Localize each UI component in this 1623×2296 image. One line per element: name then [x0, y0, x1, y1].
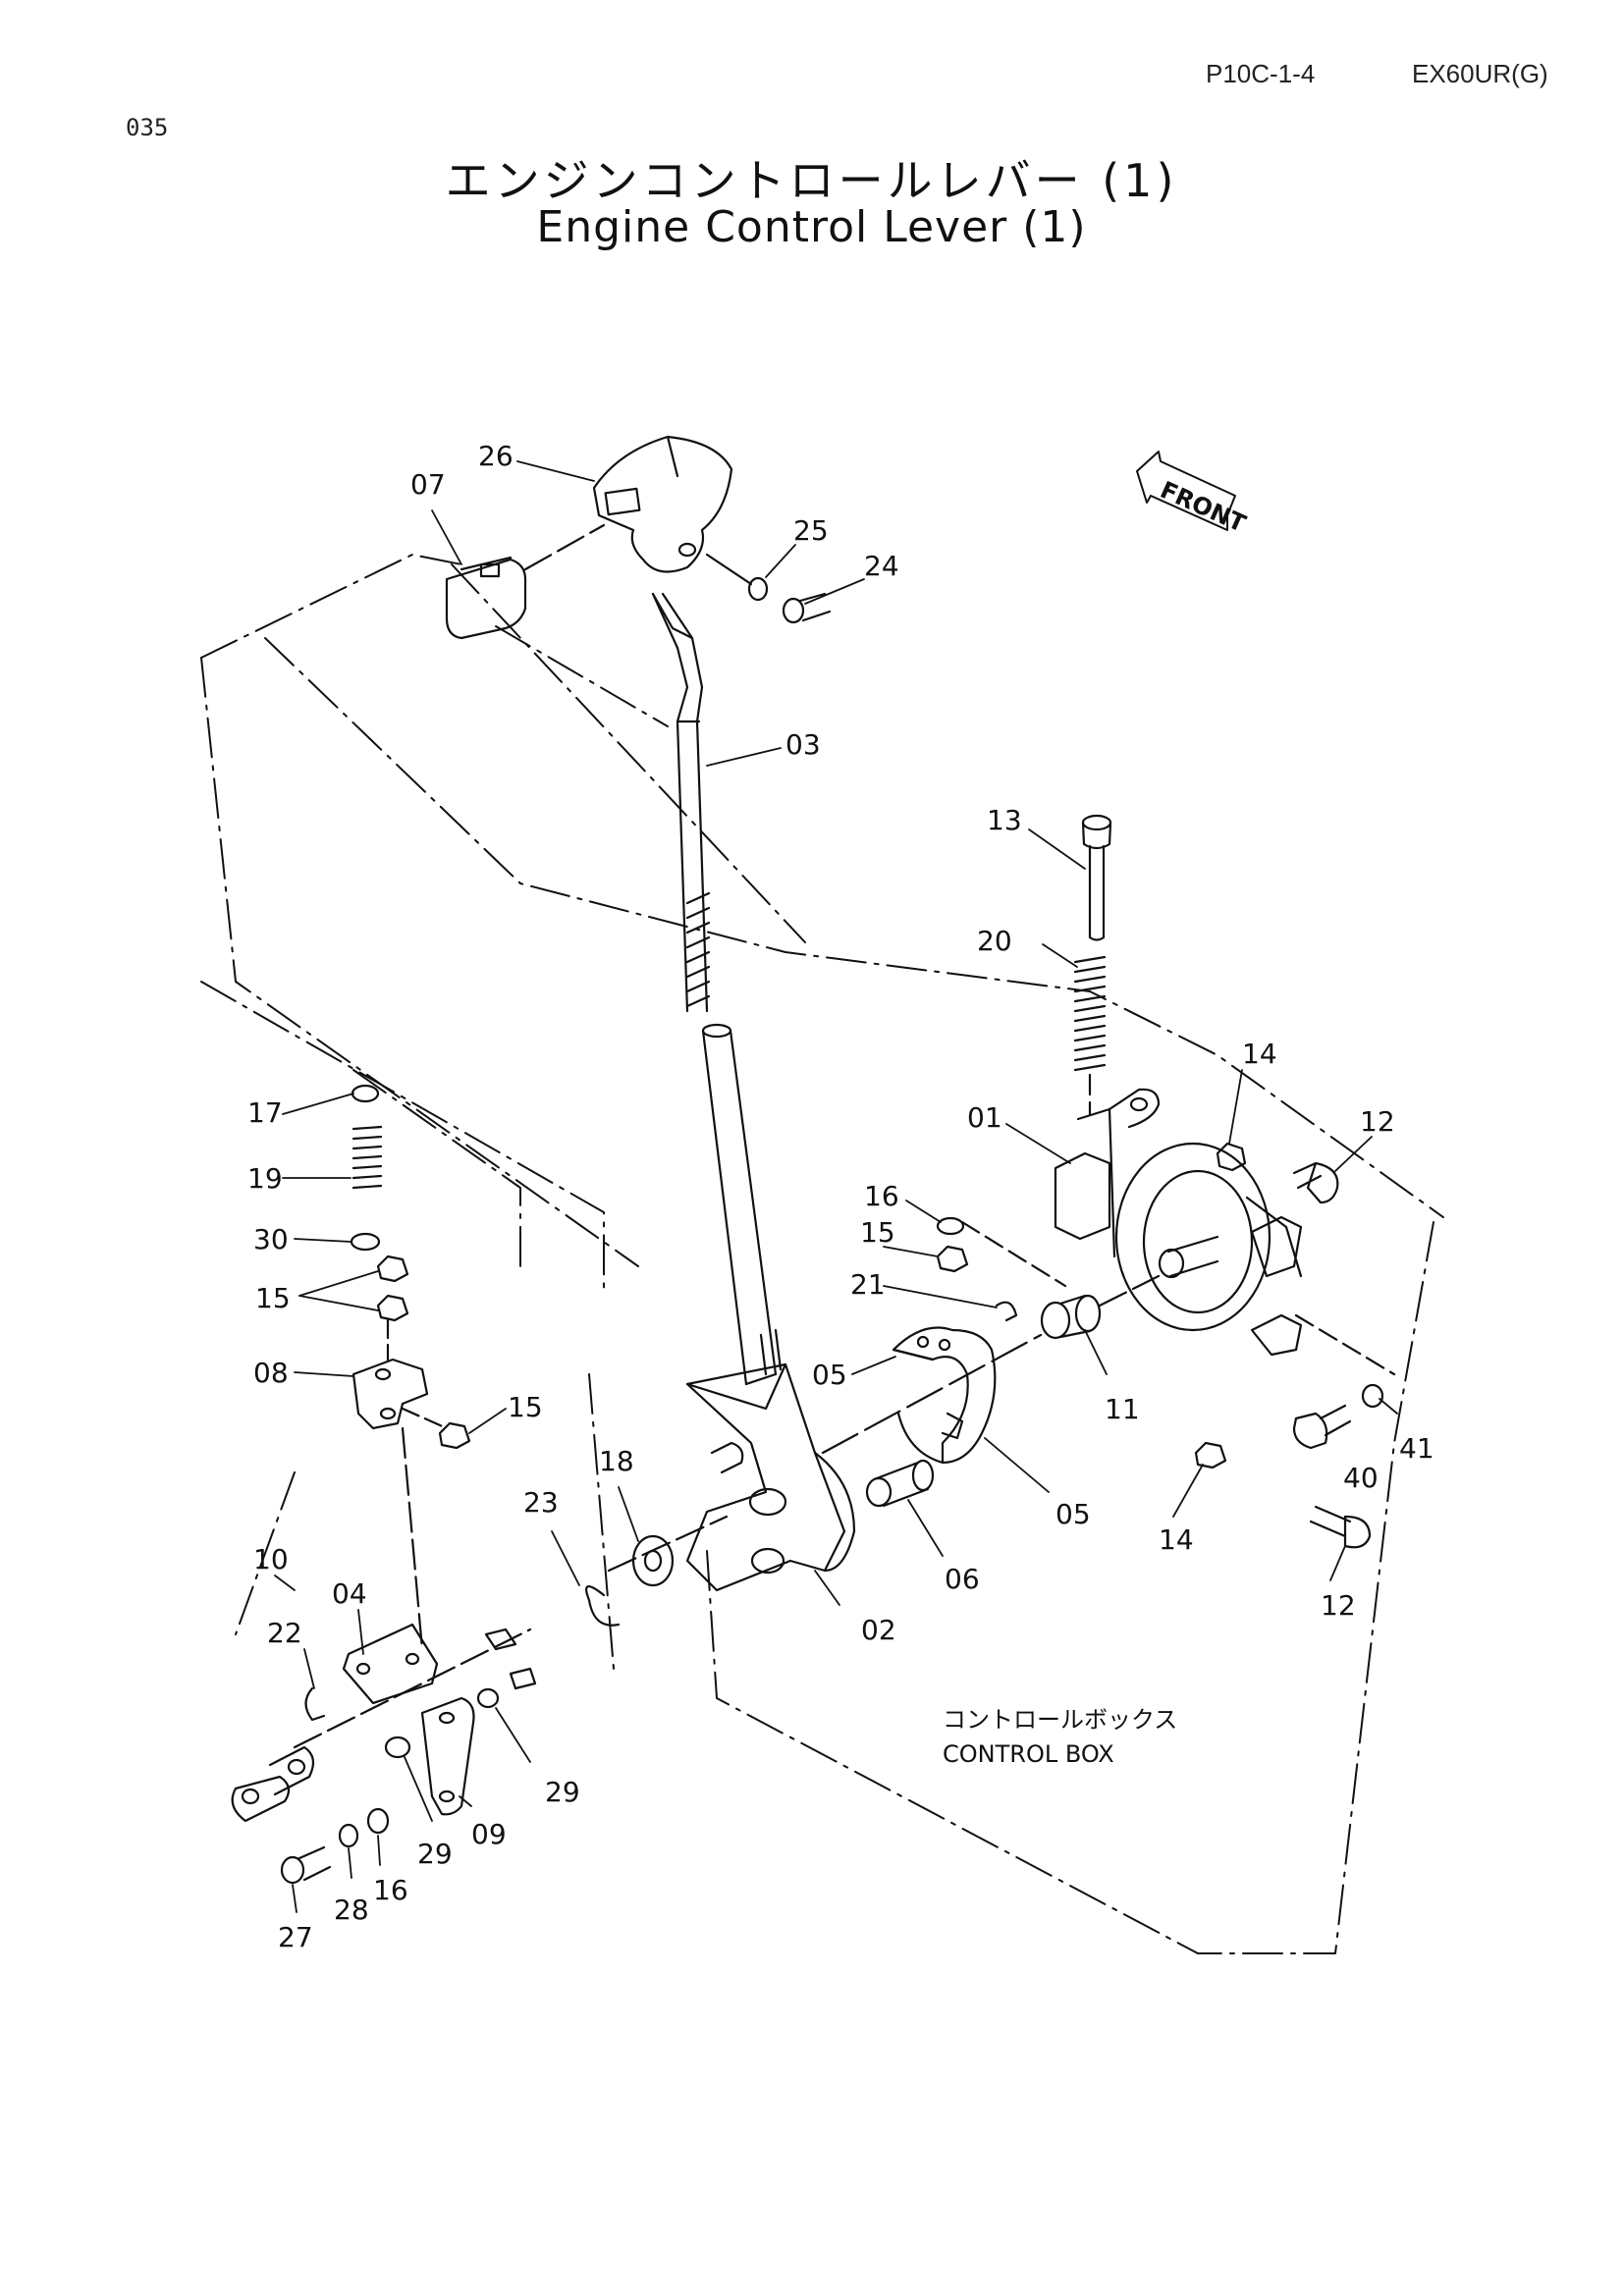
page-title-japanese: エンジンコントロールレバー (1)	[445, 154, 1178, 207]
callout-08: 08	[253, 1357, 289, 1389]
bolt-part-13	[1081, 814, 1112, 941]
callout-07: 07	[410, 468, 446, 501]
lever-rod-part-03	[651, 592, 711, 1013]
washer-part-29-a	[384, 1735, 411, 1759]
bolt-part-12-top	[1292, 1161, 1339, 1204]
washer-part-17	[351, 1084, 380, 1103]
callout-29-right: 29	[545, 1776, 580, 1808]
mounting-plate	[1114, 1142, 1303, 1332]
leader-lines	[274, 460, 1398, 1913]
callout-30: 30	[253, 1223, 289, 1255]
front-arrow-icon	[1136, 451, 1236, 531]
page-number: 035	[126, 114, 169, 141]
screw-part-27	[280, 1845, 332, 1885]
washer-part-16	[936, 1216, 965, 1236]
friction-plate-part-05	[892, 1326, 997, 1465]
collar-part-11	[1040, 1294, 1102, 1340]
link-part-10	[231, 1745, 315, 1823]
callout-29-left: 29	[417, 1838, 453, 1870]
callout-06: 06	[945, 1563, 980, 1595]
callout-18: 18	[599, 1445, 634, 1477]
front-label: FRONT	[1157, 476, 1251, 538]
lever-plate-part-02	[685, 1362, 856, 1592]
washer-part-16-b	[366, 1807, 390, 1835]
callout-14-bottom: 14	[1159, 1523, 1194, 1556]
callout-02: 02	[861, 1614, 896, 1646]
control-box-outline	[200, 554, 1444, 1954]
callout-01: 01	[967, 1101, 1002, 1134]
callout-05-right: 05	[1055, 1498, 1091, 1530]
callout-09: 09	[471, 1818, 507, 1850]
callout-20: 20	[977, 925, 1012, 957]
bolt-part-40	[1292, 1404, 1352, 1450]
nut-part-14-bottom	[1194, 1441, 1227, 1469]
callout-23: 23	[523, 1486, 559, 1519]
nut-part-14-top	[1216, 1142, 1247, 1172]
bracket-part-01	[1054, 1088, 1161, 1258]
callout-27: 27	[278, 1921, 313, 1953]
nut-part-15-a	[376, 1255, 409, 1283]
callout-04: 04	[332, 1577, 367, 1610]
callout-28: 28	[334, 1894, 369, 1926]
page-code: P10C-1-4	[1206, 59, 1316, 88]
clip-part-21	[995, 1301, 1018, 1322]
control-box-label-japanese: コントロールボックス	[943, 1706, 1177, 1734]
cap-part-07	[445, 556, 527, 640]
bracket-part-08	[352, 1358, 429, 1430]
washer-part-25	[747, 576, 769, 602]
page-title-english: Engine Control Lever (1)	[536, 202, 1087, 252]
callout-13: 13	[987, 804, 1022, 836]
sleeve-part-06	[865, 1459, 935, 1508]
lever-part-09	[420, 1696, 475, 1816]
callout-26: 26	[478, 440, 514, 472]
callout-25: 25	[793, 514, 829, 547]
washer-part-18	[631, 1534, 675, 1587]
callout-15-left: 15	[255, 1282, 291, 1314]
callout-21: 21	[850, 1268, 886, 1301]
pin-upper	[484, 1628, 517, 1651]
washer-part-41	[1361, 1383, 1384, 1409]
callout-16-bottom: 16	[373, 1874, 408, 1906]
callout-15: 15	[860, 1216, 895, 1249]
control-box-label-english: CONTROL BOX	[943, 1740, 1114, 1768]
nut-part-15-c	[438, 1421, 471, 1450]
knob-part-26	[592, 435, 733, 573]
callout-24: 24	[864, 550, 899, 582]
clip-part-22	[304, 1686, 326, 1722]
callout-22: 22	[267, 1617, 302, 1649]
clip-upper	[1250, 1215, 1303, 1278]
lever-tube	[701, 1023, 783, 1386]
callout-12-top: 12	[1360, 1105, 1395, 1138]
callout-19: 19	[247, 1162, 283, 1195]
washer-part-29-b	[476, 1687, 500, 1709]
callout-14-top: 14	[1242, 1038, 1277, 1070]
model-code: EX60UR(G)	[1412, 59, 1548, 88]
screw-part-24	[782, 592, 832, 624]
callout-17: 17	[247, 1096, 283, 1129]
callout-16: 16	[864, 1180, 899, 1212]
callout-40: 40	[1343, 1462, 1379, 1494]
lock-washer-part-28	[338, 1823, 359, 1848]
pin-lower	[509, 1667, 537, 1690]
bolt-part-12-bottom	[1309, 1505, 1372, 1549]
nut-part-15-b	[376, 1294, 409, 1322]
washer-part-30	[350, 1232, 381, 1252]
plate-part-04	[342, 1623, 439, 1705]
callout-10: 10	[253, 1543, 289, 1575]
callout-03: 03	[785, 728, 821, 761]
nut-part-15	[936, 1245, 969, 1273]
callout-11: 11	[1105, 1393, 1140, 1425]
clip-lower	[1250, 1313, 1303, 1357]
callout-05-left: 05	[812, 1359, 847, 1391]
spring-part-20	[1073, 955, 1107, 1072]
callout-12-bottom: 12	[1321, 1589, 1356, 1622]
e-ring-part-23	[585, 1585, 621, 1627]
spring-part-19	[352, 1125, 383, 1190]
callout-41: 41	[1399, 1432, 1434, 1465]
callout-15-nut: 15	[508, 1391, 543, 1423]
